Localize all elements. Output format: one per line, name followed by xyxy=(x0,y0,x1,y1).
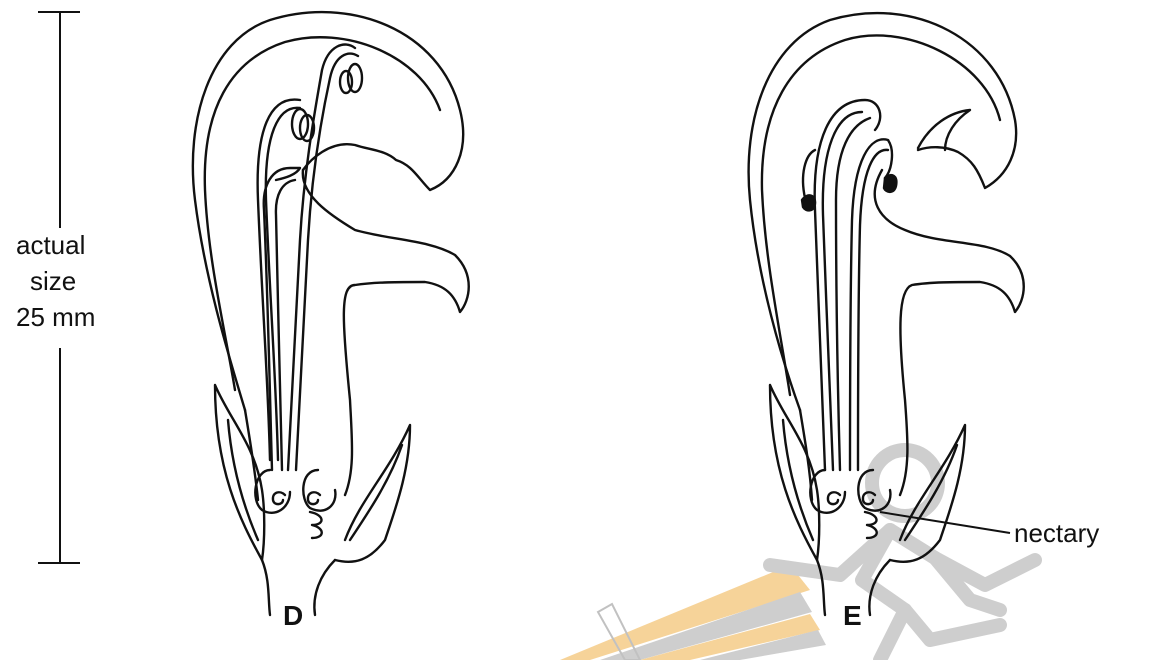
flower-d-caption: D xyxy=(283,600,303,632)
flower-e-caption: E xyxy=(843,600,862,632)
flower-d-drawing xyxy=(193,12,469,615)
scale-bar-label-length: 25 mm xyxy=(16,304,95,330)
scale-bar-label-actual: actual xyxy=(16,232,85,258)
nectary-label: nectary xyxy=(1014,520,1099,546)
scale-bar-label-size: size xyxy=(30,268,76,294)
watermark-stripes xyxy=(560,565,826,660)
watermark-logo xyxy=(560,450,1035,660)
